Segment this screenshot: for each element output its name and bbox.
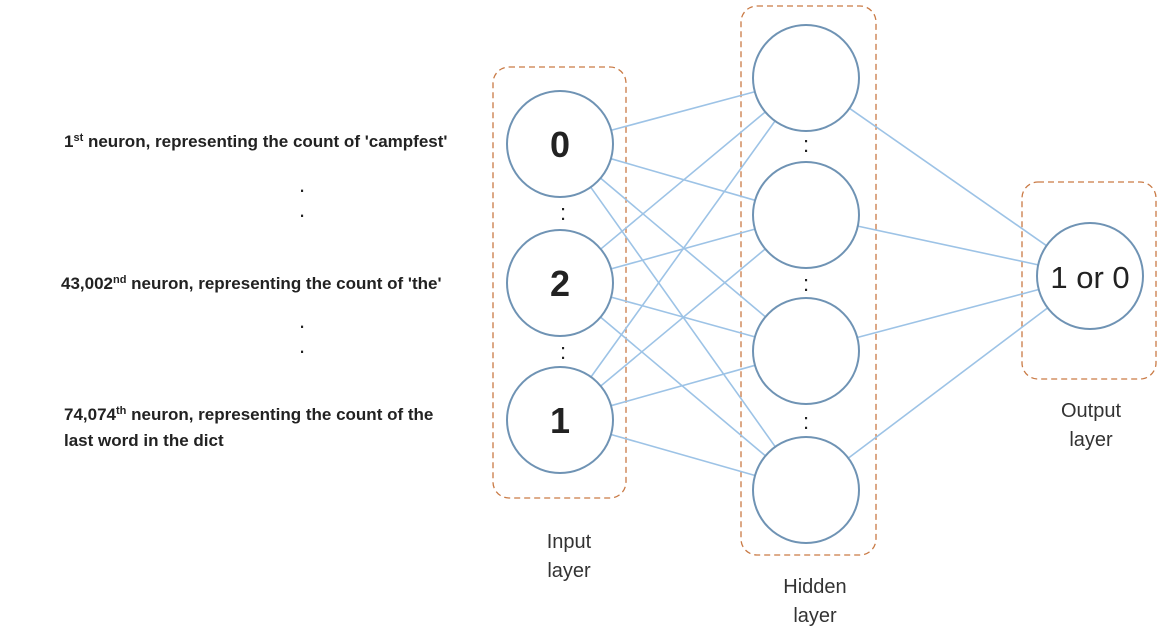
between-neuron-ellipsis: : [559,200,567,225]
description-text: neuron, representing the count of the [126,405,434,424]
edge-input-2-hidden-3 [610,433,756,477]
input-layer-group [492,66,627,499]
edge-hidden-1-output [857,225,1039,266]
left-ellipsis-dot: . [298,197,306,222]
hidden-layer-label: Hidden layer [765,573,865,629]
input-layer-label: Input layer [519,528,619,586]
label-line: layer [1069,429,1113,451]
label-line: layer [547,560,591,582]
label-line: Hidden [783,576,847,598]
output-layer-group [1021,181,1157,380]
edge-hidden-2-output [857,288,1039,339]
hidden-neuron-0 [752,24,860,132]
label-line: Input [546,531,592,553]
edge-hidden-3-output [847,307,1049,459]
input-neuron-0: 0 [506,90,614,198]
ordinal-suffix: st [73,132,84,144]
input-neuron-1: 2 [506,229,614,337]
label-line: Output [1060,400,1122,422]
input-neuron-label: 2 [550,263,570,304]
hidden-neuron-1 [752,161,860,269]
left-ellipsis-dot: . [298,308,306,333]
layer-groups [492,5,1157,556]
edge-input-2-hidden-1 [600,248,766,387]
edge-input-1-hidden-3 [600,316,766,457]
description-last-neuron: 74,074th neuron, representing the count … [64,402,433,454]
description-text-line2: last word in the dict [64,431,224,450]
input-neuron-2: 1 [506,366,614,474]
hidden-neuron-3 [752,436,860,544]
neurons: 0 2 1 1 or 0 [506,24,1144,544]
edge-hidden-0-output [849,107,1047,247]
edge-input-2-hidden-0 [590,120,776,378]
edge-input-1-hidden-0 [600,111,766,250]
edge-input-0-hidden-0 [610,90,756,132]
connections [590,90,1049,477]
left-ellipsis-dot: . [298,333,306,358]
hidden-layer-group [740,5,877,556]
ordinal-suffix: nd [113,274,127,286]
input-neuron-label: 1 [550,400,570,441]
ordinal-suffix: th [116,405,127,417]
input-neuron-label: 0 [550,124,570,165]
edge-input-2-hidden-2 [610,364,756,407]
neuron-index: 1 [64,132,74,151]
description-text: neuron, representing the count of 'campf… [83,132,448,151]
between-neuron-ellipsis: : [802,132,810,157]
left-ellipsis-dot: . [298,172,306,197]
edge-input-0-hidden-2 [600,177,766,318]
neuron-index: 74,074 [64,405,116,424]
hidden-neuron-2 [752,297,860,405]
between-neuron-ellipsis: : [559,339,567,364]
description-middle-neuron: 43,002nd neuron, representing the count … [61,271,442,297]
neuron-index: 43,002 [61,274,113,293]
description-text: neuron, representing the count of 'the' [126,274,442,293]
output-neuron-label: 1 or 0 [1050,260,1129,295]
between-neuron-ellipsis: : [802,409,810,434]
output-neuron: 1 or 0 [1036,222,1144,330]
between-neuron-ellipsis: : [802,271,810,296]
description-first-neuron: 1st neuron, representing the count of 'c… [64,129,447,155]
output-layer-label: Output layer [1041,397,1141,455]
label-line: layer [793,605,837,627]
